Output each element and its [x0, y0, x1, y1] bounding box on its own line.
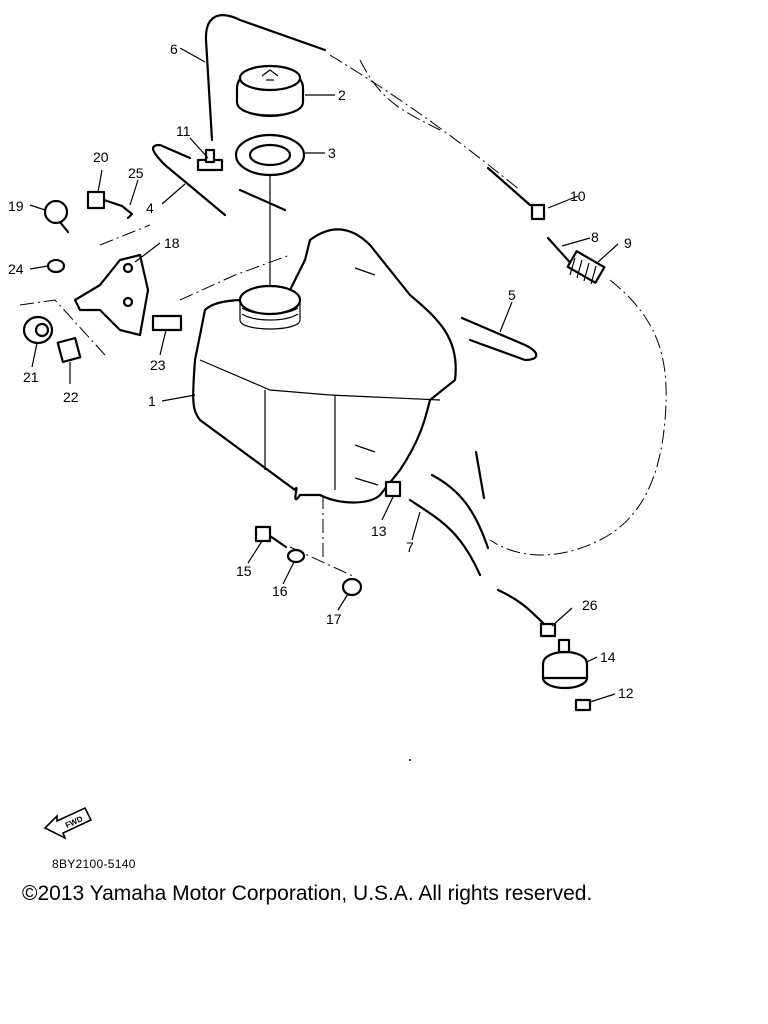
bolt-20 — [86, 190, 124, 210]
speck — [409, 759, 411, 761]
copyright-notice: ©2013 Yamaha Motor Corporation, U.S.A. A… — [22, 882, 593, 905]
hose-short — [238, 188, 287, 212]
spring-9 — [566, 250, 606, 285]
nut-24 — [46, 258, 66, 274]
callout-16: 16 — [272, 583, 288, 599]
callout-23: 23 — [150, 357, 166, 373]
callout-14: 14 — [600, 649, 616, 665]
fwd-arrow-icon: FWD — [43, 806, 93, 840]
hose-7 — [408, 498, 482, 577]
callout-20: 20 — [93, 149, 109, 165]
nut-17 — [341, 577, 363, 597]
callout-12: 12 — [618, 685, 634, 701]
callout-10: 10 — [570, 188, 586, 204]
leader-lines — [29, 47, 619, 703]
hose-routing-line — [329, 54, 667, 556]
clip-10 — [530, 203, 546, 221]
bolt-23 — [151, 314, 183, 332]
callout-17: 17 — [326, 611, 342, 627]
collar-22 — [56, 336, 82, 364]
cap-gasket-3 — [234, 133, 306, 177]
figure-code: 8BY2100-5140 — [52, 857, 136, 871]
callout-8: 8 — [591, 229, 599, 245]
callout-4: 4 — [146, 200, 154, 216]
callout-6: 6 — [170, 41, 178, 57]
clip-25 — [120, 204, 134, 220]
hose-7b — [430, 473, 490, 550]
bolt-15 — [254, 525, 288, 549]
hose-segment-b — [474, 450, 486, 500]
bracket-18 — [73, 253, 150, 337]
callout-19: 19 — [8, 198, 24, 214]
callout-25: 25 — [128, 165, 144, 181]
washer-16 — [286, 548, 306, 564]
clamp-12 — [574, 698, 592, 712]
hose-5 — [460, 316, 538, 362]
callout-15: 15 — [236, 563, 252, 579]
callout-13: 13 — [371, 523, 387, 539]
bolt-19 — [43, 199, 70, 234]
t-joint-11 — [196, 148, 224, 172]
callout-11: 11 — [176, 123, 191, 139]
coolant-tank-1 — [192, 228, 457, 504]
callout-3: 3 — [328, 145, 336, 161]
filter-14 — [541, 638, 589, 690]
callout-7: 7 — [406, 539, 414, 555]
tank-cap-2 — [235, 64, 305, 118]
callout-5: 5 — [508, 287, 516, 303]
callout-21: 21 — [23, 369, 39, 385]
hose-segment — [486, 166, 532, 207]
breather-hose-4 — [152, 143, 227, 217]
callout-24: 24 — [8, 261, 24, 277]
clamp-26 — [539, 622, 557, 638]
callout-26: 26 — [582, 597, 598, 613]
callout-9: 9 — [624, 235, 632, 251]
callout-1: 1 — [148, 393, 156, 409]
fastener-phantom — [289, 495, 356, 578]
callout-18: 18 — [164, 235, 180, 251]
callout-22: 22 — [63, 389, 79, 405]
clamp-13 — [384, 480, 402, 498]
grommet-21 — [22, 315, 54, 345]
callout-2: 2 — [338, 87, 346, 103]
hose-lower — [496, 588, 547, 627]
bracket-phantom — [19, 224, 291, 356]
hose-routing-line-2 — [359, 59, 441, 131]
